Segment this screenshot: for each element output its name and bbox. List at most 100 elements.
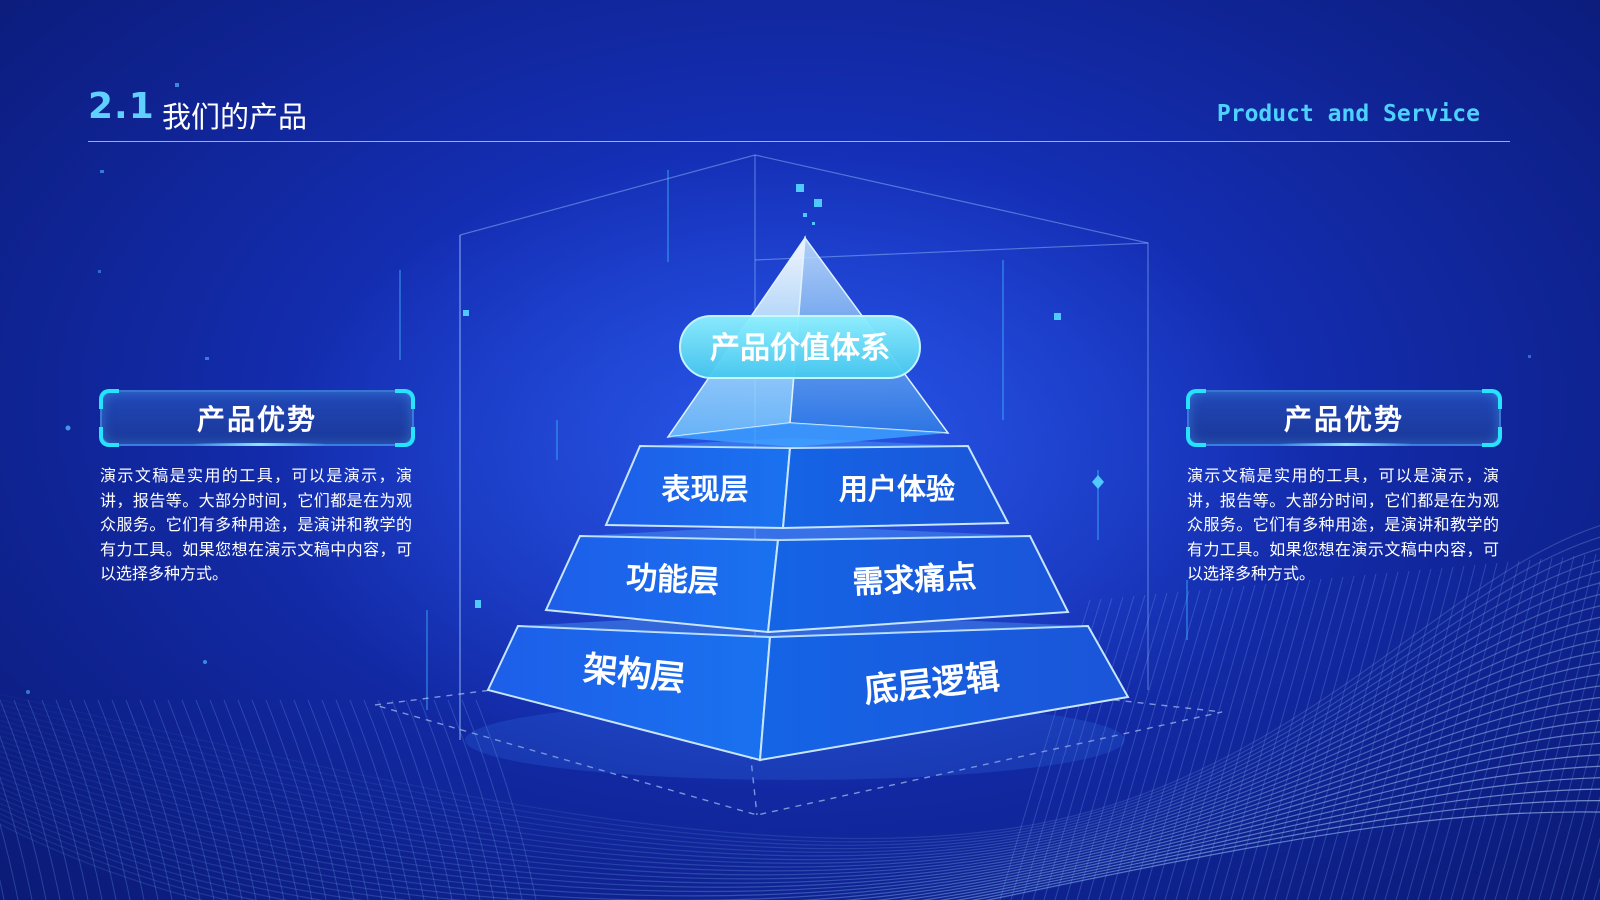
- wave-grid-line: [1439, 559, 1531, 900]
- wave-line: [0, 536, 1600, 843]
- wave-line: [0, 605, 1600, 864]
- wave-grid-line: [1186, 582, 1278, 900]
- wave-grid-line: [1351, 567, 1443, 900]
- pyramid-top-label: 产品价值体系: [710, 331, 890, 366]
- particles: [26, 83, 1531, 694]
- header-divider: [88, 141, 1510, 142]
- wave-grid-line: [0, 822, 19, 900]
- left-panel-title: 产品优势: [196, 403, 317, 436]
- wave-grid-line: [1340, 568, 1432, 900]
- light-streaks: [399, 170, 1188, 710]
- wave-line: [0, 525, 1600, 840]
- wave-line: [0, 800, 1600, 900]
- wave-grid-line: [1252, 576, 1344, 900]
- wave-grid-line: [237, 699, 299, 900]
- wave-grid-line: [1285, 573, 1377, 900]
- wave-grid-line: [69, 699, 131, 900]
- wave-line: [0, 651, 1600, 880]
- wave-line: [0, 673, 1600, 888]
- wave-line: [0, 628, 1600, 872]
- left-panel-title-badge: 产品优势: [99, 389, 415, 447]
- wave-grid-line: [1560, 753, 1600, 900]
- wave-grid-line: [363, 699, 425, 900]
- wave-grid-line: [1065, 593, 1157, 900]
- wave-grid-line: [83, 699, 145, 900]
- wave-line: [0, 719, 1600, 900]
- wave-grid-line: [223, 699, 285, 900]
- left-panel-text: 演示文稿是实用的工具，可以是演示，演讲，报告等。大部分时间，它们都是在为观众服务…: [100, 466, 412, 583]
- wave-line: [0, 731, 1600, 900]
- wave-grid-line: [1175, 583, 1267, 900]
- wave-grid-line: [405, 699, 467, 900]
- layer-label-function: 功能层: [625, 560, 720, 601]
- wave-grid-line: [1076, 592, 1168, 900]
- wave-grid-line: [1549, 711, 1600, 900]
- wave-grid-line: [167, 699, 229, 900]
- wave-grid-line: [1329, 569, 1421, 900]
- wave-grid-line: [1197, 581, 1289, 900]
- wave-grid-line: [419, 699, 481, 900]
- wave-grid-line: [1428, 560, 1520, 900]
- right-panel-title: 产品优势: [1283, 403, 1404, 436]
- wave-line: [0, 708, 1600, 900]
- wave-grid-line: [1450, 558, 1542, 900]
- wave-grid-line: [1087, 591, 1179, 900]
- wave-grid-line: [1274, 574, 1366, 900]
- wave-grid-line: [321, 699, 383, 900]
- wave-grid-line: [349, 699, 411, 900]
- wave-grid-line: [1208, 580, 1300, 900]
- wave-grid-line: [1472, 556, 1564, 900]
- wave-line: [0, 547, 1600, 846]
- wave-grid-line: [293, 699, 355, 900]
- wave-grid-line: [0, 699, 61, 900]
- wave-line: [0, 742, 1600, 900]
- wave-grid-line: [97, 699, 159, 900]
- wave-grid-line: [181, 699, 243, 900]
- wave-grid-line: [1120, 588, 1212, 900]
- wave-line: [0, 777, 1600, 900]
- wave-line: [0, 559, 1600, 850]
- wave-grid-line: [0, 735, 47, 900]
- wave-grid-line: [1483, 555, 1575, 900]
- pyramid-layer-presentation: [604, 438, 1010, 530]
- wave-grid-line: [1043, 595, 1135, 900]
- wave-grid-line: [335, 699, 397, 900]
- wave-grid-line: [251, 699, 313, 900]
- right-panel-text: 演示文稿是实用的工具，可以是演示，演讲，报告等。大部分时间，它们都是在为观众服务…: [1187, 466, 1499, 583]
- wave-grid-line: [125, 699, 187, 900]
- wave-line: [0, 662, 1600, 884]
- wave-grid-line: [1054, 594, 1146, 900]
- wave-grid-line: [1461, 557, 1553, 900]
- page-subtitle: Product and Service: [1216, 101, 1480, 127]
- wave-grid-line: [377, 699, 439, 900]
- wave-grid-line: [27, 699, 89, 900]
- wave-grid-line: [1384, 564, 1476, 900]
- wave-mesh: [0, 525, 1600, 900]
- apex-particles: [463, 184, 1104, 608]
- wave-grid-line: [1142, 586, 1234, 900]
- layer-label-presentation: 表现层: [661, 472, 748, 506]
- wave-grid-line: [1032, 596, 1124, 900]
- wave-line: [0, 639, 1600, 876]
- layer-value-pain-points: 需求痛点: [852, 559, 978, 601]
- wave-grid-line: [1373, 565, 1465, 900]
- wave-line: [0, 685, 1600, 893]
- wave-grid-line: [1505, 553, 1597, 900]
- wave-grid-line: [153, 699, 215, 900]
- wave-grid-line: [0, 775, 33, 900]
- wave-grid-line: [279, 699, 341, 900]
- wave-grid-line: [1417, 561, 1509, 900]
- wave-grid-line: [1494, 554, 1586, 900]
- wave-line: [0, 754, 1600, 900]
- section-number: 2.1: [88, 86, 155, 127]
- wave-grid-line: [265, 699, 327, 900]
- wave-grid-line: [1527, 623, 1600, 900]
- wave-grid-line: [1538, 667, 1600, 900]
- wave-grid-line: [307, 699, 369, 900]
- wave-grid-line: [1395, 563, 1487, 900]
- wave-grid-line: [1230, 578, 1322, 900]
- wave-grid-line: [1516, 579, 1600, 900]
- wave-grid-line: [1219, 579, 1311, 900]
- wave-grid-line: [461, 699, 523, 900]
